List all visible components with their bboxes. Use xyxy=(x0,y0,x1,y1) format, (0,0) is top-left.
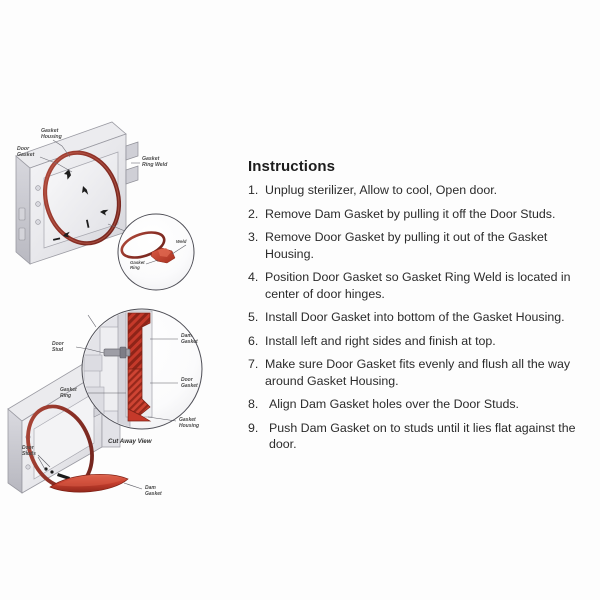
label-detail-gasket-line2: Ring xyxy=(130,265,140,270)
figure-labels: Gasket Housing Door Gasket Gasket Ring W… xyxy=(17,128,168,168)
label-door-stud-line2: Stud xyxy=(52,347,64,353)
leader-lines xyxy=(39,139,140,173)
step-number: 1. xyxy=(248,183,259,197)
step-text: Remove Dam Gasket by pulling it off the … xyxy=(265,206,556,221)
instructions-heading: Instructions xyxy=(248,158,336,175)
detail-magnifier-callout: Weld Gasket Ring xyxy=(107,213,195,291)
figure-gasket-removal: Gasket Housing Door Gasket Gasket Ring W… xyxy=(0,112,240,297)
step-number: 7. xyxy=(248,357,259,371)
label-dam-gasket-line1: Dam xyxy=(181,333,192,339)
lower-leader-lines xyxy=(37,454,143,490)
label-dam-gasket-bottom-line1: Dam xyxy=(145,485,156,491)
step-number: 4. xyxy=(248,270,259,284)
label-dam-gasket-line2: Gasket xyxy=(181,339,198,345)
instruction-step: 5. Install Door Gasket into bottom of the… xyxy=(248,309,588,326)
step-text: Install left and right sides and finish … xyxy=(265,333,496,348)
step-text: Install Door Gasket into bottom of the G… xyxy=(265,310,565,324)
label-gasket-housing-line2: Housing xyxy=(179,423,199,429)
label-gasket-housing-line1: Gasket xyxy=(41,128,59,134)
cutaway-magnifier-callout: Door Stud Dam Gasket Door Gasket Gasket … xyxy=(52,308,203,445)
step-text: Remove Door Gasket by pulling it out of … xyxy=(265,230,548,261)
step-number: 2. xyxy=(248,206,259,221)
instruction-step: 2. Remove Dam Gasket by pulling it off th… xyxy=(248,206,588,223)
dam-gasket-part xyxy=(49,473,129,493)
label-detail-gasket-line1: Gasket xyxy=(130,260,145,265)
instruction-step: 7. Make sure Door Gasket fits evenly and … xyxy=(248,356,588,389)
label-door-studs-line2: Studs xyxy=(22,451,36,457)
label-door-gasket-line2: Gasket xyxy=(17,152,35,158)
label-door-studs-line1: Door xyxy=(22,445,35,451)
instruction-steps-list: 1. Unplug sterilizer, Allow to cool, Open… xyxy=(248,182,588,453)
door-gasket-ring xyxy=(43,150,121,246)
label-gasket-ring-weld-line1: Gasket xyxy=(142,156,160,162)
label-gasket-ring-weld-line2: Ring Weld xyxy=(142,162,168,168)
figure-column: Gasket Housing Door Gasket Gasket Ring W… xyxy=(0,0,240,600)
label-gasket-housing-line1: Gasket xyxy=(179,417,196,423)
label-door-gasket-line1: Door xyxy=(17,146,30,152)
step-text: Unplug sterilizer, Allow to cool, Open d… xyxy=(265,183,498,197)
step-text: Push Dam Gasket on to studs until it lie… xyxy=(269,420,576,452)
label-gasket-ring-line1: Gasket xyxy=(60,387,77,393)
instructions-panel: Instructions 1. Unplug sterilizer, Allow … xyxy=(248,158,588,460)
step-number: 8. xyxy=(248,397,259,411)
instruction-step: 3. Remove Door Gasket by pulling it out o… xyxy=(248,229,588,262)
step-number: 9. xyxy=(248,420,259,435)
step-number: 6. xyxy=(248,333,259,348)
step-text: Position Door Gasket so Gasket Ring Weld… xyxy=(265,270,571,301)
instruction-step: 1. Unplug sterilizer, Allow to cool, Open… xyxy=(248,182,588,199)
step-number: 3. xyxy=(248,230,259,244)
label-gasket-ring-line2: Ring xyxy=(60,393,71,399)
step-text: Align Dam Gasket holes over the Door Stu… xyxy=(269,397,519,411)
step-text: Make sure Door Gasket fits evenly and fl… xyxy=(265,357,571,388)
instruction-step: 9. Push Dam Gasket on to studs until it l… xyxy=(248,420,588,453)
figure-dam-gasket-install: Door Stud Dam Gasket Door Gasket Gasket … xyxy=(0,297,240,507)
installation-direction-arrows xyxy=(53,169,109,241)
label-gasket-housing-line2: Housing xyxy=(41,134,63,140)
label-door-stud-line1: Door xyxy=(52,341,65,347)
cutaway-caption: Cut Away View xyxy=(108,438,153,445)
instruction-step: 8. Align Dam Gasket holes over the Door S… xyxy=(248,396,588,413)
step-number: 5. xyxy=(248,310,259,324)
label-dam-gasket-bottom-line2: Gasket xyxy=(145,491,162,497)
instruction-step: 4. Position Door Gasket so Gasket Ring We… xyxy=(248,269,588,302)
label-detail-weld: Weld xyxy=(176,239,187,244)
sterilizer-door-panel-open xyxy=(7,360,121,494)
label-door-gasket-line2: Gasket xyxy=(181,383,198,389)
label-door-gasket-line1: Door xyxy=(181,377,194,383)
instruction-step: 6. Install left and right sides and finis… xyxy=(248,333,588,350)
